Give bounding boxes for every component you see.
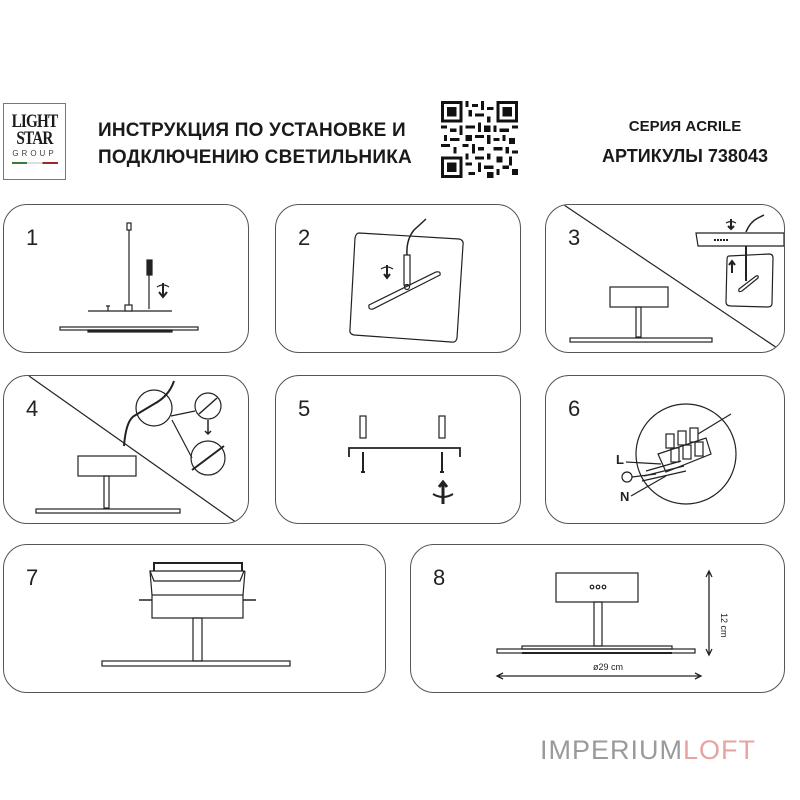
step-1-panel: 1 xyxy=(3,204,249,353)
neutral-wire-label: N xyxy=(620,489,629,504)
step-2-illustration xyxy=(349,218,464,343)
qr-code-icon[interactable] xyxy=(441,101,518,178)
article-number: АРТИКУЛЫ 738043 xyxy=(602,146,768,166)
title-line-2: ПОДКЛЮЧЕНИЮ СВЕТИЛЬНИКА xyxy=(98,147,412,168)
step-5-panel: 5 xyxy=(275,375,521,524)
watermark-part-2: LOFT xyxy=(683,735,757,765)
live-wire-label: L xyxy=(616,452,624,467)
step-6-panel: 6 L N xyxy=(545,375,785,524)
logo-line-2: STAR xyxy=(16,128,53,149)
step-number: 7 xyxy=(26,565,39,590)
series-label: СЕРИЯ ACRILE xyxy=(628,118,742,135)
step-8-illustration: 12 cm ø29 cm xyxy=(495,569,729,680)
step-4-panel: 4 xyxy=(3,375,249,524)
diameter-dimension: ø29 cm xyxy=(593,662,623,672)
step-3-panel: 3 xyxy=(545,204,785,353)
step-number: 2 xyxy=(298,225,311,250)
step-number: 4 xyxy=(26,396,39,421)
step-2-panel: 2 xyxy=(275,204,521,353)
lightstar-logo: LIGHT STAR GROUP xyxy=(3,103,66,180)
step-number: 8 xyxy=(433,565,446,590)
page-title: ИНСТРУКЦИЯ ПО УСТАНОВКЕ И ПОДКЛЮЧЕНИЮ СВ… xyxy=(98,117,412,171)
step-number: 6 xyxy=(568,396,581,421)
step-number: 1 xyxy=(26,225,39,250)
step-7-illustration xyxy=(101,562,291,667)
logo-line-1: LIGHT xyxy=(11,111,59,132)
step-6-illustration: L N xyxy=(616,403,737,505)
imperiumloft-watermark: IMPERIUMLOFT xyxy=(540,735,756,766)
step-number: 3 xyxy=(568,225,581,250)
step-number: 5 xyxy=(298,396,311,421)
step-4-illustration xyxy=(28,376,239,523)
step-7-panel: 7 xyxy=(3,544,386,693)
step-3-illustration xyxy=(563,205,784,352)
watermark-part-1: IMPERIUM xyxy=(540,735,683,765)
logo-line-3: GROUP xyxy=(12,149,57,158)
step-1-illustration xyxy=(59,222,199,333)
logo-flag-stripe xyxy=(11,162,58,164)
title-line-1: ИНСТРУКЦИЯ ПО УСТАНОВКЕ И xyxy=(98,120,406,141)
step-5-illustration xyxy=(348,415,461,504)
height-dimension: 12 cm xyxy=(719,613,729,638)
step-8-panel: 8 12 cm ø29 cm xyxy=(410,544,785,693)
